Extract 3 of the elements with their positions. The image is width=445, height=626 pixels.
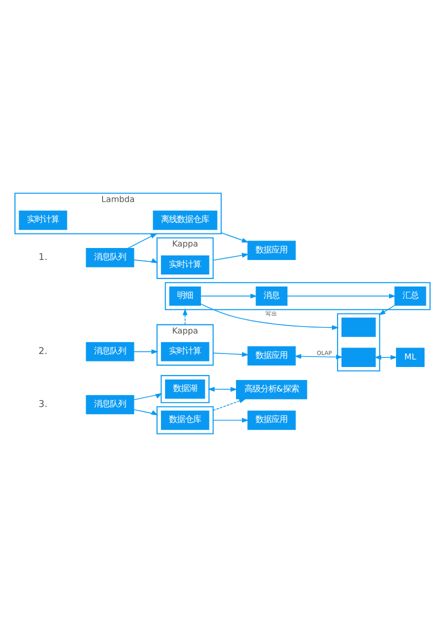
label: 1. [38,251,48,262]
label: 2. [38,345,48,356]
label: 3. [38,398,48,410]
